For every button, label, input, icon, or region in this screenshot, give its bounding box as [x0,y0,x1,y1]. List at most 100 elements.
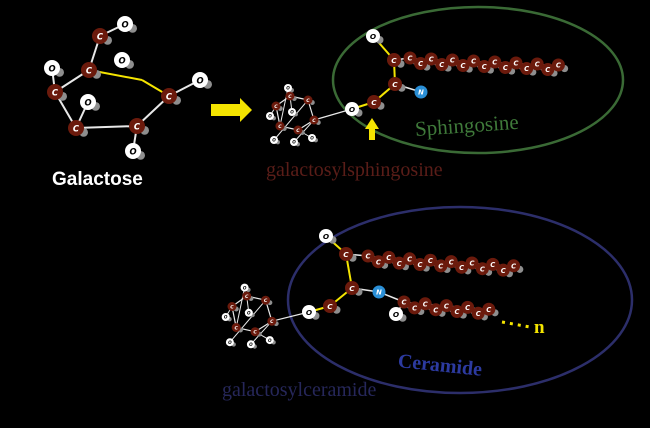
oxygen-symbol: O [323,232,329,241]
oxygen-atom: O [319,229,337,244]
carbon-symbol: C [501,267,506,275]
oxygen-sphere [192,72,208,88]
carbon-sphere [414,57,428,70]
carbon-symbol: C [230,304,234,310]
carbon-symbol: C [234,325,238,331]
carbon-symbol: C [524,65,529,73]
carbon-sphere [429,303,443,317]
galactose-label: Galactose [52,169,143,190]
carbon-atom: C [507,259,524,273]
nitrogen-sphere [414,85,428,99]
carbon-sphere [161,88,177,104]
carbon-sphere [293,125,303,135]
carbon-sphere [509,56,523,70]
carbon-symbol: C [391,56,397,65]
carbon-sphere [439,299,453,313]
oxygen-symbol: O [118,55,125,65]
carbon-atom: C [392,256,409,271]
oxygen-symbol: O [370,32,376,41]
carbon-sphere [367,95,381,109]
ceramide-ellipse [286,205,634,395]
carbon-symbol: C [438,263,443,271]
carbon-symbol: C [482,63,487,71]
carbon-symbol: C [408,55,413,63]
oxygen-symbol: O [286,86,290,91]
carbon-symbol: C [296,128,300,134]
carbon-sphere [309,115,319,125]
carbon-symbol: C [386,254,391,262]
carbon-sphere [475,262,489,276]
carbon-sphere [445,53,459,67]
carbon-symbol: C [97,31,104,41]
nitrogen-sphere [372,285,386,299]
carbon-symbol: C [545,66,550,74]
oxygen-atom: O [125,143,146,160]
carbon-sphere [423,253,437,267]
oxygen-atom: O [366,29,384,44]
carbon-symbol: C [327,302,333,311]
carbon-sphere [47,84,63,100]
carbon-symbol: C [278,124,282,130]
carbon-sphere [461,300,475,314]
carbon-symbol: C [349,284,355,293]
oxygen-symbol: O [268,338,272,343]
carbon-symbol: C [423,301,428,309]
oxygen-sphere [302,305,316,319]
carbon-atom: C [414,57,431,71]
nitrogen-atom: N [372,285,386,299]
carbon-symbol: C [450,57,455,65]
oxygen-sphere [44,60,60,76]
carbon-symbol: C [503,64,508,72]
carbon-atom: C [434,259,451,274]
carbon-symbol: C [459,264,464,272]
oxygen-sphere [117,16,133,32]
carbon-sphere [424,52,438,66]
carbon-sphere [129,118,145,134]
oxygen-sphere [389,307,403,321]
oxygen-atom: O [288,108,298,117]
carbon-sphere [250,327,260,337]
oxygen-sphere [288,108,296,116]
carbon-atom: C [285,91,297,101]
carbon-atom: C [68,120,88,137]
carbon-atom: C [81,62,101,79]
carbon-sphere [68,120,84,136]
carbon-atom: C [387,53,405,68]
carbon-atom: C [47,84,67,101]
carbon-sphere [397,295,411,309]
oxygen-symbol: O [196,75,203,85]
carbon-symbol: C [397,260,402,268]
carbon-sphere [303,95,313,105]
oxygen-atom: O [225,338,236,347]
oxygen-symbol: O [268,114,272,119]
oxygen-sphere [80,94,96,110]
oxygen-atom: O [44,60,64,77]
carbon-sphere [261,295,271,305]
carbon-sphere [434,259,448,273]
carbon-sphere [541,63,555,76]
oxygen-sphere [265,336,274,345]
carbon-symbol: C [449,258,454,266]
carbon-sphere [530,57,544,71]
carbon-atom: C [261,295,273,306]
bond [229,299,266,343]
oxygen-sphere [266,112,274,120]
carbon-atom: C [371,255,389,269]
carbon-symbol: C [371,98,377,107]
carbon-sphere [371,255,385,269]
galactosylsphingosine-label: galactosylsphingosine [266,159,443,181]
oxygen-sphere [246,340,255,349]
carbon-sphere [92,28,108,44]
carbon-symbol: C [556,62,561,70]
carbon-symbol: C [134,121,141,131]
carbon-symbol: C [86,65,93,75]
carbon-atom: C [323,299,341,314]
carbon-symbol: C [52,87,59,97]
carbon-symbol: C [511,263,516,271]
carbon-atom: C [227,302,239,312]
carbon-sphere [408,301,422,315]
carbon-symbol: C [312,118,316,124]
oxygen-atom: O [192,72,213,89]
carbon-symbol: C [343,250,349,259]
